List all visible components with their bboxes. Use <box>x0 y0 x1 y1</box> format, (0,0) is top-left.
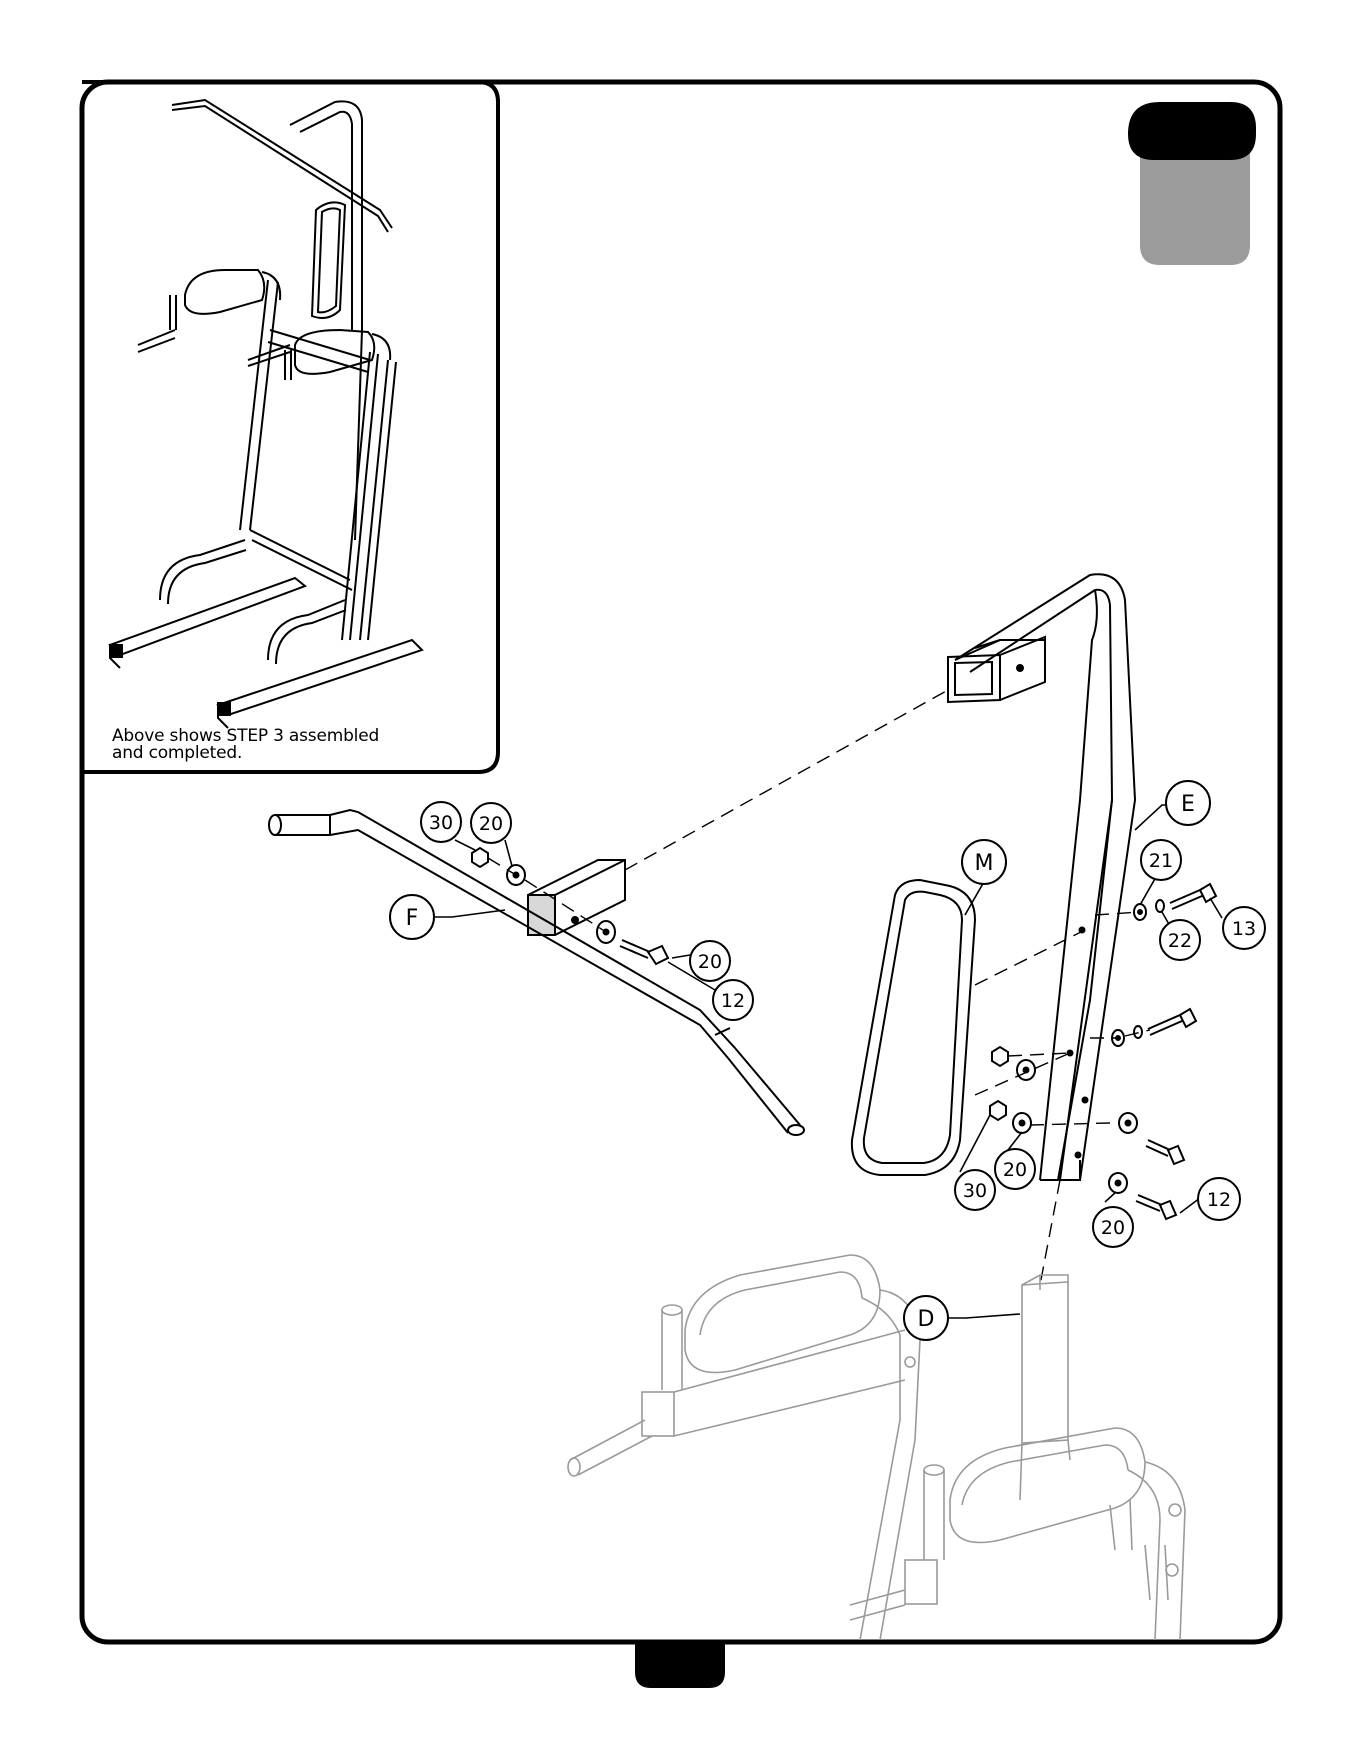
svg-text:D: D <box>918 1307 935 1332</box>
callout-f: F <box>390 895 434 939</box>
svg-text:21: 21 <box>1149 850 1173 872</box>
svg-text:30: 30 <box>963 1180 987 1202</box>
page-number-tab <box>635 1642 725 1688</box>
svg-text:13: 13 <box>1232 918 1256 940</box>
nut-30-top <box>472 848 488 867</box>
svg-text:30: 30 <box>429 812 453 834</box>
svg-text:20: 20 <box>479 813 503 835</box>
svg-text:22: 22 <box>1168 930 1192 952</box>
callout-20-bottom: 20 <box>995 1149 1035 1189</box>
callout-d: D <box>904 1296 948 1340</box>
inset-assembled-drawing <box>110 100 422 728</box>
callout-12-mid: 12 <box>713 980 753 1020</box>
hardware <box>472 848 1216 1219</box>
step-badge <box>1128 102 1256 265</box>
bolt-13 <box>1170 884 1216 909</box>
callout-30-bottom: 30 <box>955 1170 995 1210</box>
lock-washer-22 <box>1156 900 1164 912</box>
callout-20-right: 20 <box>1093 1207 1133 1247</box>
callout-12-right: 12 <box>1198 1178 1240 1220</box>
callout-20-top: 20 <box>471 803 511 843</box>
inset-panel <box>82 82 498 772</box>
svg-text:20: 20 <box>698 951 722 973</box>
bolt-12-mid <box>620 940 668 964</box>
page-frame <box>82 82 1280 1642</box>
svg-text:12: 12 <box>721 990 745 1012</box>
callout-30-top: 30 <box>421 802 461 842</box>
inset-caption: Above shows STEP 3 assembled and complet… <box>112 728 472 762</box>
callout-20-mid: 20 <box>690 941 730 981</box>
callout-22: 22 <box>1160 920 1200 960</box>
callout-21: 21 <box>1141 840 1181 880</box>
part-m-back-pad <box>852 880 975 1175</box>
callout-m: M <box>962 840 1006 884</box>
nut-30-bottom <box>990 1101 1006 1120</box>
callout-e: E <box>1166 781 1210 825</box>
alignment-lines <box>488 690 1150 1285</box>
callout-13: 13 <box>1223 907 1265 949</box>
inset-caption-line-2: and completed. <box>112 745 472 762</box>
svg-text:20: 20 <box>1101 1217 1125 1239</box>
svg-text:20: 20 <box>1003 1159 1027 1181</box>
bolt-12-right <box>1136 1195 1176 1219</box>
svg-text:F: F <box>406 906 419 931</box>
svg-text:E: E <box>1181 792 1195 817</box>
svg-text:M: M <box>975 851 994 876</box>
part-d-base-ghost <box>568 1255 1185 1640</box>
svg-text:12: 12 <box>1207 1189 1231 1211</box>
